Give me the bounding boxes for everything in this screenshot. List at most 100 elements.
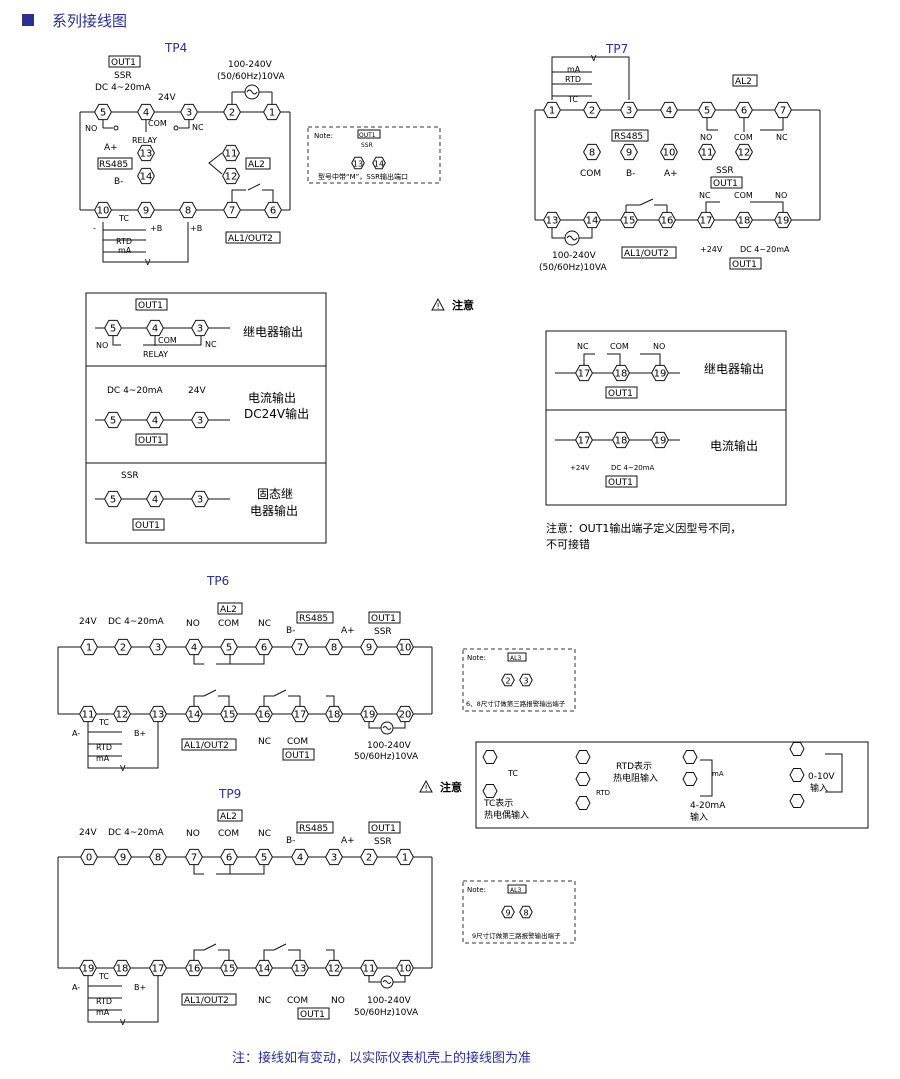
svg-text:TP7: TP7 bbox=[605, 42, 628, 56]
terminal-number: 19 bbox=[777, 216, 790, 227]
terminal-4: 4 bbox=[146, 490, 164, 508]
terminal-number: 7 bbox=[297, 643, 303, 654]
terminal-number: 3 bbox=[626, 106, 632, 117]
svg-text:OUT1: OUT1 bbox=[138, 436, 163, 446]
terminal-19: 19 bbox=[360, 705, 378, 723]
svg-text:OUT1: OUT1 bbox=[138, 301, 163, 311]
terminal-number: 3 bbox=[197, 416, 203, 427]
svg-text:mA: mA bbox=[712, 770, 724, 778]
svg-text:A-: A- bbox=[72, 729, 80, 738]
svg-text:A+: A+ bbox=[664, 169, 678, 179]
svg-text:SSR: SSR bbox=[374, 627, 392, 637]
svg-text:-: - bbox=[93, 224, 96, 233]
terminal-12: 12 bbox=[325, 959, 343, 977]
svg-text:DC 4~20mA: DC 4~20mA bbox=[95, 83, 152, 93]
terminal-14: 14 bbox=[372, 156, 386, 170]
terminal-20: 20 bbox=[396, 705, 414, 723]
svg-text:AL1/OUT2: AL1/OUT2 bbox=[184, 741, 229, 751]
terminal-number: 14 bbox=[140, 172, 153, 183]
terminal-number: 1 bbox=[549, 106, 555, 117]
terminal-number: 19 bbox=[654, 436, 667, 447]
svg-text:RS485: RS485 bbox=[299, 824, 328, 834]
terminal-number: 4 bbox=[191, 643, 197, 654]
terminal-number: 9 bbox=[505, 909, 510, 918]
svg-text:OUT1: OUT1 bbox=[359, 132, 376, 139]
terminal-7: 7 bbox=[774, 101, 792, 119]
terminal-9: 9 bbox=[360, 638, 378, 656]
svg-text:SSR: SSR bbox=[374, 837, 392, 847]
legend-terminal bbox=[575, 772, 591, 786]
terminal-number: 19 bbox=[654, 369, 667, 380]
terminal-15: 15 bbox=[220, 705, 238, 723]
svg-text:+B: +B bbox=[190, 224, 202, 233]
svg-text:COM: COM bbox=[580, 169, 601, 179]
svg-text:A+: A+ bbox=[341, 836, 355, 846]
svg-text:V: V bbox=[591, 54, 597, 63]
terminal-number: 10 bbox=[663, 148, 676, 159]
terminal-number: 13 bbox=[546, 216, 559, 227]
svg-text:6、8尺寸订做第三路报警输出端子: 6、8尺寸订做第三路报警输出端子 bbox=[466, 699, 566, 708]
terminal-10: 10 bbox=[396, 638, 414, 656]
terminal-5: 5 bbox=[104, 411, 122, 429]
svg-text:50/60Hz)10VA: 50/60Hz)10VA bbox=[354, 1008, 419, 1018]
tp4-out1-label: OUT1 bbox=[111, 58, 136, 68]
legend-terminal bbox=[789, 794, 805, 808]
terminal-number: 3 bbox=[331, 853, 337, 864]
svg-text:NC: NC bbox=[577, 342, 589, 351]
terminal-10: 10 bbox=[396, 959, 414, 977]
terminal-number: 10 bbox=[97, 206, 110, 217]
page-title: 系列接线图 bbox=[52, 12, 127, 30]
terminal-2: 2 bbox=[583, 101, 601, 119]
terminal-number: 5 bbox=[704, 106, 710, 117]
svg-text:SSR: SSR bbox=[114, 71, 132, 81]
terminal-5: 5 bbox=[104, 319, 122, 337]
terminal-number: 12 bbox=[225, 172, 238, 183]
terminal-17: 17 bbox=[697, 211, 715, 229]
svg-text:AL3: AL3 bbox=[510, 655, 521, 662]
tp7-diagram: TP7 V mA RTD TC AL2 NO COM NC RS485 COM … bbox=[534, 42, 821, 273]
svg-text:OUT1: OUT1 bbox=[608, 478, 633, 488]
svg-text:RTD: RTD bbox=[96, 743, 112, 752]
svg-text:SSR: SSR bbox=[716, 166, 734, 176]
terminal-14: 14 bbox=[255, 959, 273, 977]
terminal-4: 4 bbox=[660, 101, 678, 119]
svg-text:注意: 注意 bbox=[452, 298, 474, 312]
svg-text:24V: 24V bbox=[79, 617, 97, 627]
svg-text:COM: COM bbox=[287, 737, 308, 747]
tp6-diagram: TP6 24V DC 4~20mA NO AL2 COM NC RS485 B-… bbox=[57, 574, 576, 773]
terminal-18: 18 bbox=[612, 364, 630, 382]
terminal-8: 8 bbox=[179, 201, 197, 219]
terminal-6: 6 bbox=[735, 101, 753, 119]
terminal-number: 6 bbox=[270, 206, 276, 217]
svg-text:热电阻输入: 热电阻输入 bbox=[613, 772, 658, 784]
input-legend-box: ! 注意 TC表示 热电偶输入 TC RTD表示 热电阻输入 RTD 4-20m… bbox=[419, 741, 869, 829]
svg-text:不可接错: 不可接错 bbox=[546, 537, 590, 551]
svg-text:NC: NC bbox=[192, 123, 204, 132]
svg-text:B-: B- bbox=[626, 169, 635, 179]
terminal-number: 0 bbox=[86, 853, 92, 864]
footer-note: 注：接线如有变动，以实际仪表机壳上的接线图为准 bbox=[232, 1050, 531, 1066]
terminal-number: 1 bbox=[86, 643, 92, 654]
terminal-16: 16 bbox=[255, 705, 273, 723]
svg-text:RTD: RTD bbox=[116, 237, 132, 246]
legend-terminal bbox=[789, 768, 805, 782]
terminal-number: 3 bbox=[197, 324, 203, 335]
svg-text:!: ! bbox=[425, 784, 428, 793]
terminal-number: 3 bbox=[186, 108, 192, 119]
svg-text:OUT1: OUT1 bbox=[713, 179, 738, 189]
svg-text:B-: B- bbox=[286, 836, 295, 846]
svg-text:A+: A+ bbox=[341, 626, 355, 636]
terminal-17: 17 bbox=[575, 431, 593, 449]
svg-text:A+: A+ bbox=[104, 143, 118, 153]
legend-terminal bbox=[482, 750, 498, 764]
terminal-8: 8 bbox=[149, 848, 167, 866]
terminal-19: 19 bbox=[79, 959, 97, 977]
svg-text:!: ! bbox=[437, 302, 440, 311]
terminal-13: 13 bbox=[137, 144, 155, 162]
svg-text:NO: NO bbox=[96, 341, 108, 350]
svg-text:DC 4~20mA: DC 4~20mA bbox=[740, 245, 790, 254]
terminal-11: 11 bbox=[79, 705, 97, 723]
terminal-3: 3 bbox=[191, 490, 209, 508]
svg-text:DC24V输出: DC24V输出 bbox=[244, 406, 309, 421]
terminal-6: 6 bbox=[220, 848, 238, 866]
